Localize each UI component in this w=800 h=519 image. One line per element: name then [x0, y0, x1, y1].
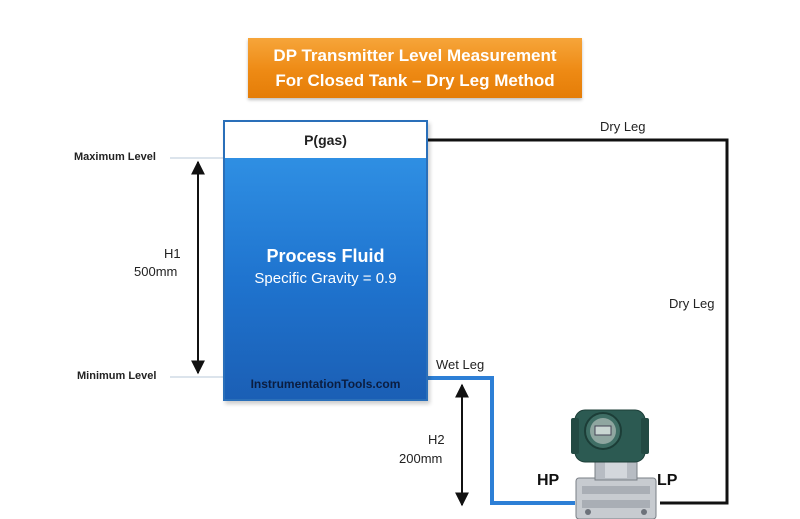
- fluid-name: Process Fluid: [266, 246, 385, 266]
- dry-leg-top-label: Dry Leg: [600, 119, 646, 134]
- max-level-label: Maximum Level: [74, 151, 156, 163]
- process-fluid: Process Fluid Specific Gravity = 0.9 Ins…: [225, 158, 426, 399]
- h1-name: H1: [164, 246, 181, 261]
- title-line-2: For Closed Tank – Dry Leg Method: [275, 71, 555, 90]
- h2-value: 200mm: [399, 451, 443, 466]
- dp-transmitter: [571, 409, 657, 519]
- h2-name: H2: [428, 432, 445, 447]
- specific-gravity: Specific Gravity = 0.9: [254, 270, 397, 287]
- title-line-1: DP Transmitter Level Measurement: [273, 46, 557, 65]
- closed-tank: P(gas) Process Fluid Specific Gravity = …: [223, 120, 428, 401]
- wet-leg-label: Wet Leg: [436, 357, 485, 372]
- gas-space-label: P(gas): [304, 132, 347, 148]
- hp-label: HP: [537, 472, 560, 489]
- dry-leg-right-label: Dry Leg: [669, 296, 715, 311]
- h1-value: 500mm: [134, 264, 178, 279]
- min-level-label: Minimum Level: [77, 370, 157, 382]
- dry-leg-pipe: [428, 138, 729, 505]
- wet-leg-pipe: [428, 376, 575, 505]
- lp-label: LP: [657, 472, 678, 489]
- diagram-title: DP Transmitter Level Measurement For Clo…: [248, 38, 582, 98]
- watermark: InstrumentationTools.com: [250, 377, 401, 391]
